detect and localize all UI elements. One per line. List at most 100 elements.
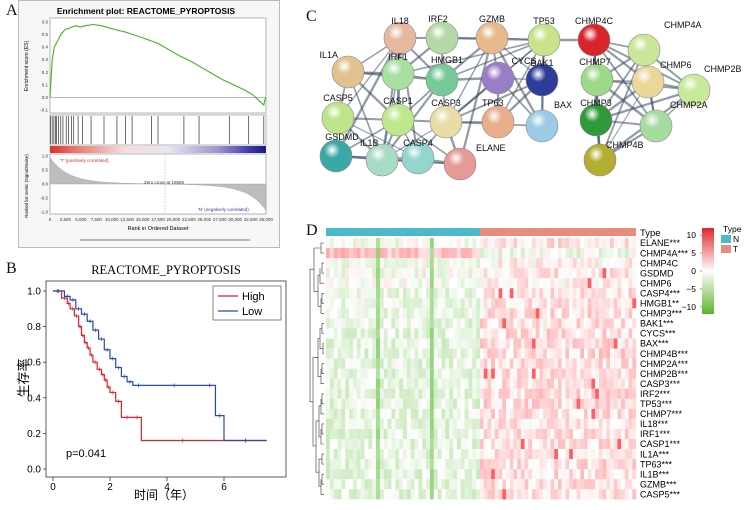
node-irf1[interactable] [381, 57, 415, 91]
heatmap-cell [368, 308, 373, 319]
heatmap-cell [395, 338, 400, 349]
heatmap-cell [352, 428, 357, 440]
node-tp53[interactable] [527, 23, 561, 57]
node-chmp4c[interactable] [577, 23, 611, 57]
heatmap-cell [329, 298, 334, 309]
heatmap-cell [513, 308, 518, 319]
heatmap-cell [383, 328, 388, 339]
heatmap-cell [591, 258, 596, 269]
heatmap-cell [546, 328, 551, 339]
node-bak1[interactable] [525, 63, 559, 97]
heatmap-cell [532, 358, 536, 369]
node-chmp2b[interactable] [677, 73, 711, 107]
node-casp3[interactable] [429, 105, 463, 139]
heatmap-cell [617, 308, 622, 319]
heatmap-cell [535, 338, 540, 349]
node-cycs[interactable] [481, 61, 515, 95]
node-irf2[interactable] [425, 21, 459, 55]
heatmap-cell [598, 469, 603, 480]
heatmap-cell [445, 288, 450, 299]
heatmap-cell [326, 348, 330, 359]
heatmap-cell [513, 318, 518, 329]
heatmap-cell [437, 479, 442, 490]
heatmap-cell [532, 308, 536, 319]
heatmap-cell [356, 388, 361, 399]
heatmap-cell [610, 348, 614, 359]
node-bax[interactable] [525, 109, 559, 143]
heatmap-cell [621, 268, 625, 279]
heatmap-cell [621, 388, 625, 399]
heatmap-cell [535, 469, 540, 480]
node-il1b[interactable] [365, 143, 399, 177]
heatmap-cell [410, 398, 415, 409]
heatmap-cell [356, 288, 361, 299]
heatmap-type-label: Type [640, 228, 661, 239]
heatmap-cell [480, 308, 484, 319]
heatmap-cell [410, 358, 415, 369]
node-casp1[interactable] [381, 103, 415, 137]
heatmap-cell [610, 449, 614, 460]
heatmap-cell [383, 388, 388, 399]
heatmap-cell [580, 268, 585, 279]
heatmap-cell [487, 328, 492, 339]
node-chmp3[interactable] [579, 103, 613, 137]
heatmap-cell [606, 418, 611, 430]
node-chmp6[interactable] [631, 65, 665, 99]
heatmap-cell [569, 288, 573, 299]
heatmap-cell [509, 489, 514, 500]
node-hmgb1[interactable] [425, 63, 459, 97]
node-gsdmd[interactable] [319, 139, 353, 173]
node-gzmb[interactable] [475, 21, 509, 55]
heatmap-cell [406, 428, 411, 440]
heatmap-cell [441, 378, 446, 389]
node-chmp4a[interactable] [627, 33, 661, 67]
ppi-edge [337, 37, 401, 119]
metric-tick-label: 1.0 [42, 154, 49, 159]
heatmap-cell [464, 348, 469, 359]
node-il18[interactable] [383, 21, 417, 55]
heatmap-cell [539, 398, 544, 409]
heatmap-cell [406, 398, 411, 409]
heatmap-cell [498, 418, 503, 430]
heatmap-cell [480, 489, 484, 500]
heatmap-cell [532, 328, 536, 339]
node-chmp4b[interactable] [583, 143, 617, 177]
heatmap-cell [433, 489, 438, 500]
heatmap-cell [441, 298, 446, 309]
node-casp5[interactable] [321, 101, 355, 135]
heatmap-cell [422, 388, 427, 399]
heatmap-cell [550, 238, 555, 249]
heatmap-cell [445, 298, 450, 309]
heatmap-cell [449, 288, 454, 299]
heatmap-cell [329, 418, 334, 430]
node-chmp7[interactable] [580, 63, 614, 97]
heatmap-cell [356, 428, 361, 440]
node-elane[interactable] [443, 147, 477, 181]
heatmap-cell [406, 388, 411, 399]
heatmap-cell [513, 418, 518, 430]
node-casp4[interactable] [401, 141, 435, 175]
heatmap-cell [539, 358, 544, 369]
heatmap-cell [422, 338, 427, 349]
heatmap-cell [513, 358, 518, 369]
heatmap-cell [613, 398, 618, 409]
heatmap-cell [449, 248, 454, 259]
heatmap-cell [352, 358, 357, 369]
heatmap-cell [337, 479, 342, 490]
heatmap-cell [480, 479, 484, 490]
node-tp63[interactable] [481, 105, 515, 139]
heatmap-cell [472, 459, 477, 470]
heatmap-cell [399, 358, 404, 369]
heatmap-cell [535, 428, 540, 440]
heatmap-cell [480, 439, 484, 450]
heatmap-cell [356, 348, 361, 359]
heatmap-cell [561, 328, 566, 339]
node-chmp2a[interactable] [639, 109, 673, 143]
node-il1a[interactable] [331, 55, 365, 89]
heatmap-cell [628, 278, 633, 289]
heatmap-cell [476, 418, 481, 430]
heatmap-cell [333, 439, 338, 450]
heatmap-cell [628, 338, 633, 349]
heatmap-cell [460, 388, 465, 399]
km-censor-mark [86, 345, 91, 350]
